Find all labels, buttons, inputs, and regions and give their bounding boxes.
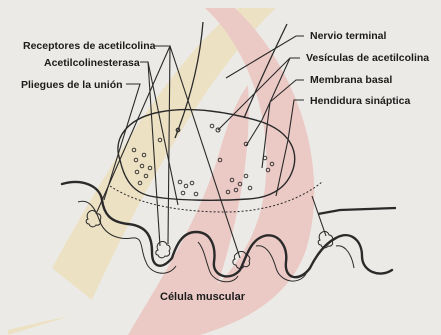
label-membrana-basal: Membrana basal xyxy=(310,74,392,86)
caption-celula-muscular: Célula muscular xyxy=(160,291,246,303)
label-nervio-terminal: Nervio terminal xyxy=(310,30,387,42)
label-vesiculas-acetilcolina: Vesículas de acetilcolina xyxy=(306,52,429,64)
muscle-membrane-right xyxy=(318,208,396,214)
label-hendidura-sinaptica: Hendidura sináptica xyxy=(310,95,411,107)
label-acetilcolinesterasa: Acetilcolinesterasa xyxy=(44,57,140,69)
label-receptores-acetilcolina: Receptores de acetilcolina xyxy=(23,40,156,52)
label-pliegues-union: Pliegues de la unión xyxy=(21,79,123,91)
